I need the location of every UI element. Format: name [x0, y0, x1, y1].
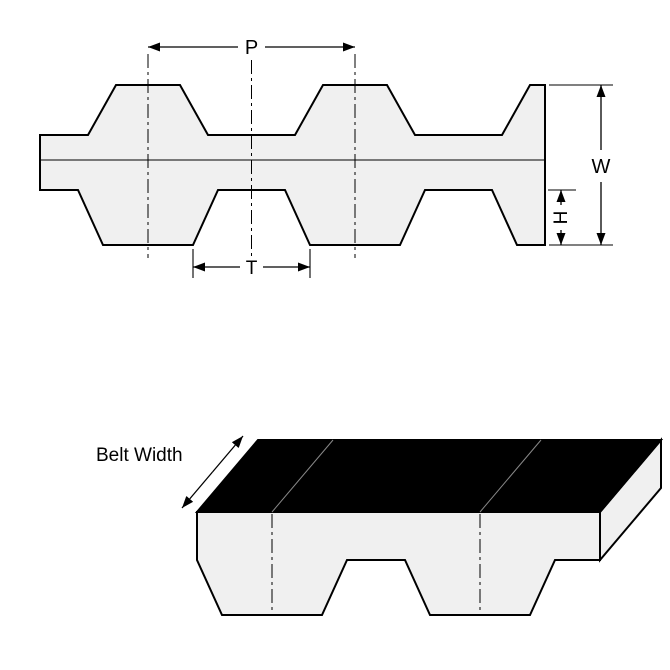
cross-section-view: P T W H: [39, 37, 613, 279]
belt-width-callout: Belt Width: [96, 435, 244, 509]
belt-width-label: Belt Width: [96, 445, 183, 466]
pitch-dim-label: P: [245, 37, 258, 59]
dimension-tooth: T: [192, 249, 311, 279]
belt-width-arrow-upper: [212, 435, 244, 473]
top-face-centerline-right: [479, 439, 542, 513]
belt-front-face: [196, 511, 601, 616]
width-dim-label: W: [592, 156, 611, 178]
dimension-pitch: P: [148, 37, 355, 59]
dimension-width: W: [549, 84, 613, 246]
dimension-height: H: [548, 189, 576, 245]
top-face-centerline-left: [271, 439, 334, 513]
tooth-dim-label: T: [246, 258, 258, 279]
belt-width-arrow-lower: [181, 471, 213, 509]
belt-cross-section-outline: [39, 84, 546, 246]
height-dim-label: H: [551, 211, 572, 225]
belt-top-face: [194, 439, 664, 513]
isometric-view: Belt Width: [96, 435, 664, 616]
